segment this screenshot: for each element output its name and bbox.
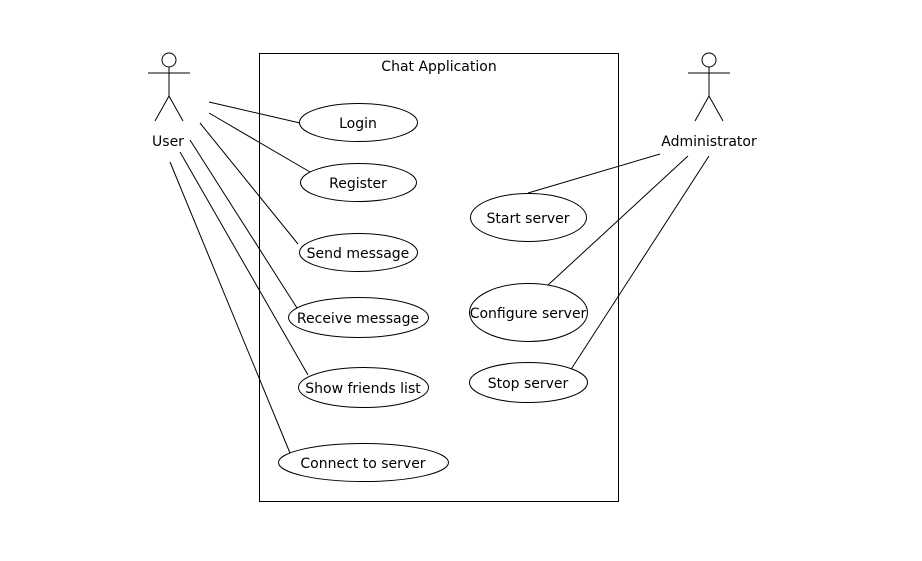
use-case-send-message-ellipse [299, 233, 418, 272]
use-case-start-server-label: Start server [487, 211, 570, 227]
use-case-register-label: Register [329, 176, 387, 192]
use-case-connect-server: Connect to server [278, 443, 449, 482]
use-case-connect-server-ellipse [278, 443, 449, 482]
use-case-register: Register [300, 163, 417, 202]
assoc-user-receive-message [189, 139, 298, 309]
admin-actor-label: Administrator [661, 134, 757, 150]
admin-actor-leg-right [708, 95, 724, 122]
assoc-user-connect-server [169, 161, 291, 454]
use-case-configure-server-label: Configure server [470, 306, 587, 322]
admin-actor-leg-left [694, 95, 710, 122]
use-case-register-ellipse [300, 163, 417, 202]
use-case-receive-message-ellipse [288, 297, 429, 338]
use-case-receive-message-label: Receive message [297, 311, 419, 327]
use-case-stop-server: Stop server [469, 362, 588, 403]
system-boundary [259, 53, 619, 502]
assoc-user-login [208, 101, 301, 124]
use-case-stop-server-ellipse [469, 362, 588, 403]
use-case-show-friends-label: Show friends list [305, 381, 421, 397]
assoc-user-show-friends [179, 151, 309, 376]
assoc-admin-start-server [527, 153, 661, 194]
user-actor-leg-right [168, 95, 184, 122]
use-case-show-friends: Show friends list [298, 367, 429, 408]
use-case-configure-server: Configure server [469, 283, 588, 342]
use-case-configure-server-ellipse [469, 283, 588, 342]
assoc-admin-configure-server [547, 155, 689, 286]
use-case-login: Login [299, 103, 418, 142]
use-case-start-server-ellipse [470, 193, 587, 242]
user-actor-leg-left [154, 95, 170, 122]
user-actor: User [148, 52, 190, 150]
use-case-send-message-label: Send message [307, 246, 410, 262]
admin-actor: Administrator [661, 52, 757, 150]
use-case-stop-server-label: Stop server [488, 376, 569, 392]
user-actor-label: User [152, 134, 184, 150]
use-case-login-label: Login [339, 116, 377, 132]
use-case-show-friends-ellipse [298, 367, 429, 408]
use-case-connect-server-label: Connect to server [300, 456, 425, 472]
assoc-admin-stop-server [567, 155, 710, 375]
use-case-start-server: Start server [470, 193, 587, 242]
use-case-send-message: Send message [299, 233, 418, 272]
assoc-user-send-message [199, 122, 299, 245]
assoc-user-register [208, 112, 311, 173]
system-title: Chat Application [381, 59, 496, 75]
use-case-receive-message: Receive message [288, 297, 429, 338]
admin-actor-head [701, 52, 717, 68]
use-case-login-ellipse [299, 103, 418, 142]
user-actor-head [161, 52, 177, 68]
